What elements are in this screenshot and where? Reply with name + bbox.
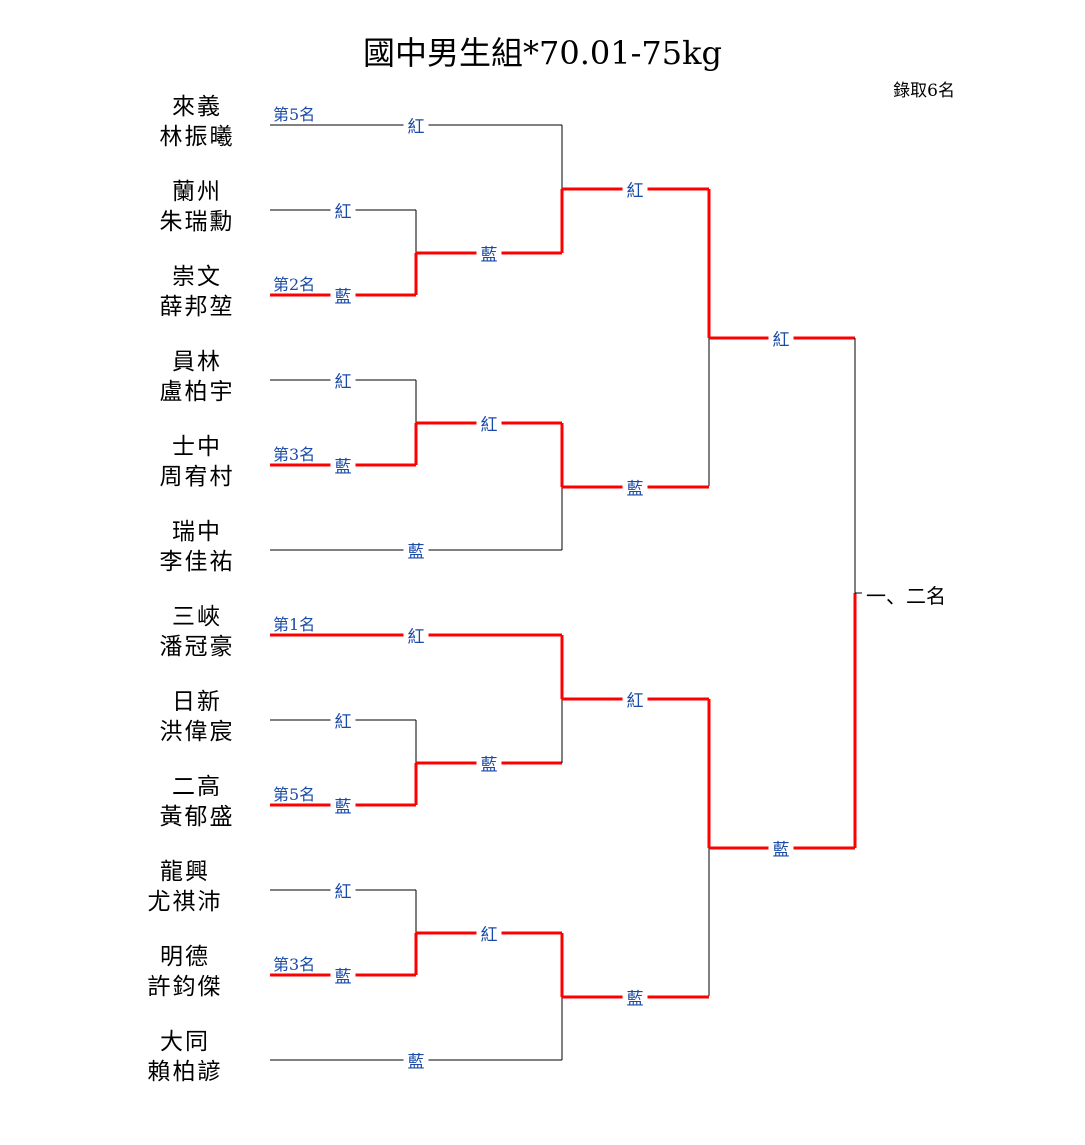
rank-label: 第1名 (273, 615, 316, 634)
corner-label: 藍 (622, 984, 648, 1010)
entrant: 蘭州朱瑞勳 (137, 177, 257, 237)
entrant-name: 洪偉宸 (159, 719, 235, 745)
final-rank-label: 一、二名 (866, 584, 946, 608)
entrant-school: 大同 (160, 1029, 210, 1055)
corner-label: 紅 (476, 920, 502, 946)
entrant-name: 黃郁盛 (159, 804, 235, 830)
corner-label: 紅 (403, 622, 429, 648)
corner-label: 紅 (330, 367, 356, 393)
entrant-school: 士中 (172, 434, 222, 460)
rank-label: 第3名 (273, 955, 316, 974)
corner-label: 紅 (330, 877, 356, 903)
corner-label: 藍 (330, 452, 356, 478)
entrant-name: 潘冠豪 (159, 634, 235, 660)
corner-label: 藍 (330, 792, 356, 818)
corner-label: 紅 (768, 325, 794, 351)
rank-label: 第5名 (273, 105, 316, 124)
corner-label: 紅 (476, 410, 502, 436)
entrant-school: 來義 (172, 94, 222, 120)
corner-label: 紅 (403, 112, 429, 138)
entrant-name: 薛邦堃 (159, 294, 235, 320)
entrant-school: 龍興 (160, 859, 210, 885)
corner-label: 紅 (330, 197, 356, 223)
entrant-name: 尤祺沛 (147, 889, 223, 915)
corner-label: 藍 (476, 240, 502, 266)
entrant-name: 李佳祐 (159, 549, 235, 575)
corner-label: 藍 (622, 474, 648, 500)
corner-label: 藍 (403, 537, 429, 563)
entrant: 來義林振曦 (137, 92, 257, 152)
corner-label: 藍 (403, 1047, 429, 1073)
entrant: 員林盧柏宇 (137, 347, 257, 407)
entrant-school: 三峽 (172, 604, 222, 630)
entrant: 士中周宥村 (137, 432, 257, 492)
corner-label: 紅 (622, 176, 648, 202)
entrant-name: 許鈞傑 (147, 974, 223, 1000)
rank-label: 第2名 (273, 275, 316, 294)
entrant-school: 瑞中 (172, 519, 222, 545)
entrant-school: 日新 (172, 689, 222, 715)
entrant-name: 賴柏諺 (147, 1059, 223, 1085)
corner-label: 藍 (768, 835, 794, 861)
entrant: 明德許鈞傑 (125, 942, 245, 1002)
entrant-school: 明德 (160, 944, 210, 970)
entrant: 日新洪偉宸 (137, 687, 257, 747)
entrant-school: 崇文 (172, 264, 222, 290)
entrant-name: 林振曦 (159, 124, 235, 150)
entrant: 三峽潘冠豪 (137, 602, 257, 662)
corner-label: 藍 (330, 962, 356, 988)
entrant-name: 盧柏宇 (159, 379, 235, 405)
rank-label: 第5名 (273, 785, 316, 804)
page-title: 國中男生組*70.01-75kg (362, 34, 723, 72)
entrant: 大同賴柏諺 (125, 1027, 245, 1087)
entrant-name: 周宥村 (159, 464, 235, 490)
entrant-name: 朱瑞勳 (159, 209, 235, 235)
entrant-school: 二高 (172, 774, 222, 800)
corner-label: 藍 (476, 750, 502, 776)
rank-label: 第3名 (273, 445, 316, 464)
entrant: 龍興尤祺沛 (125, 857, 245, 917)
quota-label: 錄取6名 (893, 81, 955, 101)
entrant: 崇文薛邦堃 (137, 262, 257, 322)
entrant: 瑞中李佳祐 (137, 517, 257, 577)
corner-label: 紅 (622, 686, 648, 712)
corner-label: 紅 (330, 707, 356, 733)
corner-label: 藍 (330, 282, 356, 308)
entrant-school: 蘭州 (172, 179, 222, 205)
entrant-school: 員林 (172, 349, 222, 375)
entrant: 二高黃郁盛 (137, 772, 257, 832)
